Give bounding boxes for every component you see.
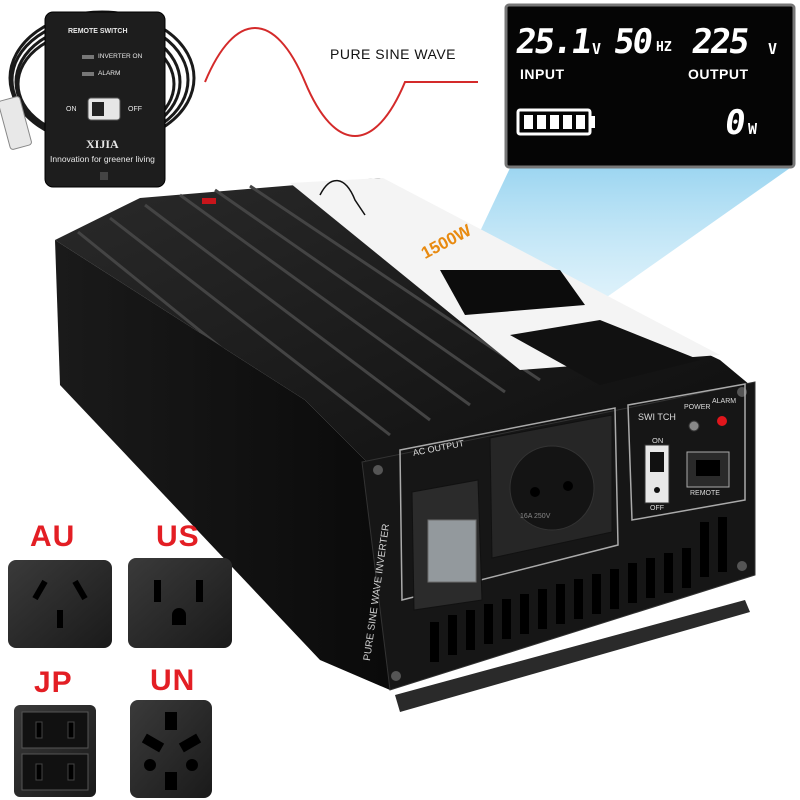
lcd-output-label: OUTPUT xyxy=(688,66,749,82)
power-led-label: POWER xyxy=(684,404,711,411)
inverter-left-side xyxy=(55,240,390,690)
rocker-knob xyxy=(92,102,104,116)
lcd-power-unit: W xyxy=(748,120,758,138)
lcd-frequency-unit: HZ xyxy=(656,40,672,55)
switch-label: SWI TCH xyxy=(638,412,676,422)
remote-title: REMOTE SWITCH xyxy=(68,28,128,35)
alarm-led xyxy=(82,72,94,76)
remote-alarm-label: ALARM xyxy=(98,70,121,77)
remote-off-label: OFF xyxy=(128,106,142,113)
terminal-cap xyxy=(202,198,216,204)
ac-output-frame xyxy=(399,407,619,601)
remote-port xyxy=(100,172,108,180)
plug-label-us: US xyxy=(156,520,200,553)
un-plug-socket xyxy=(130,700,212,798)
switch-panel-frame xyxy=(627,383,746,521)
top-lcd-window xyxy=(440,270,585,315)
battery-cell xyxy=(550,115,559,129)
vent-slots xyxy=(430,517,727,662)
jp-plug-socket xyxy=(14,705,96,797)
sine-wave-graphic xyxy=(204,27,478,137)
remote-slogan: Innovation for greener living xyxy=(50,154,155,164)
socket-pin-hole xyxy=(530,487,540,497)
screw xyxy=(391,671,401,681)
spec-label xyxy=(510,320,700,385)
alarm-led-front xyxy=(717,416,727,426)
remote-brand: XIJIA xyxy=(86,137,119,151)
headline: PURE SINE WAVE xyxy=(330,46,457,62)
switch-on-label: ON xyxy=(652,436,664,445)
battery-cell xyxy=(576,115,585,129)
remote-on-label: ON xyxy=(66,106,77,113)
battery-cell xyxy=(524,115,533,129)
au-plug-socket xyxy=(8,560,112,648)
lcd-output-unit: V xyxy=(768,40,778,58)
socket-pin-hole xyxy=(563,481,573,491)
lcd-input-unit: V xyxy=(592,40,602,58)
lcd-input-value: 25.1 xyxy=(513,22,593,62)
remote-port-label: REMOTE xyxy=(690,490,720,497)
battery-cell xyxy=(537,115,546,129)
lcd-frequency-value: 50 xyxy=(611,22,654,62)
inverter-on-led xyxy=(82,55,94,59)
plug-label-jp: JP xyxy=(34,666,73,699)
plug-label-au: AU xyxy=(30,520,76,553)
us-plug-socket xyxy=(128,558,232,648)
alarm-led-label: ALARM xyxy=(712,398,737,405)
screw xyxy=(373,465,383,475)
power-switch-rocker xyxy=(650,452,664,472)
remote-inverter-on-label: INVERTER ON xyxy=(98,53,143,60)
switch-off-label: OFF xyxy=(650,505,664,512)
battery-cell xyxy=(563,115,572,129)
screw xyxy=(737,561,747,571)
socket-rating: 16A 250V xyxy=(520,513,551,520)
label-wave-mark xyxy=(319,179,366,216)
mounting-foot xyxy=(395,600,750,712)
lcd-output-value: 225 xyxy=(689,22,751,62)
lcd-input-label: INPUT xyxy=(520,66,565,82)
socket-cover xyxy=(427,519,477,583)
schuko-recess xyxy=(509,445,595,531)
battery-icon xyxy=(516,108,595,136)
plug-label-un: UN xyxy=(150,664,196,697)
inverter-top xyxy=(55,178,750,475)
power-led xyxy=(688,420,700,432)
rj-plug xyxy=(0,96,32,150)
off-mark xyxy=(654,487,660,493)
rj-jack xyxy=(696,460,720,476)
